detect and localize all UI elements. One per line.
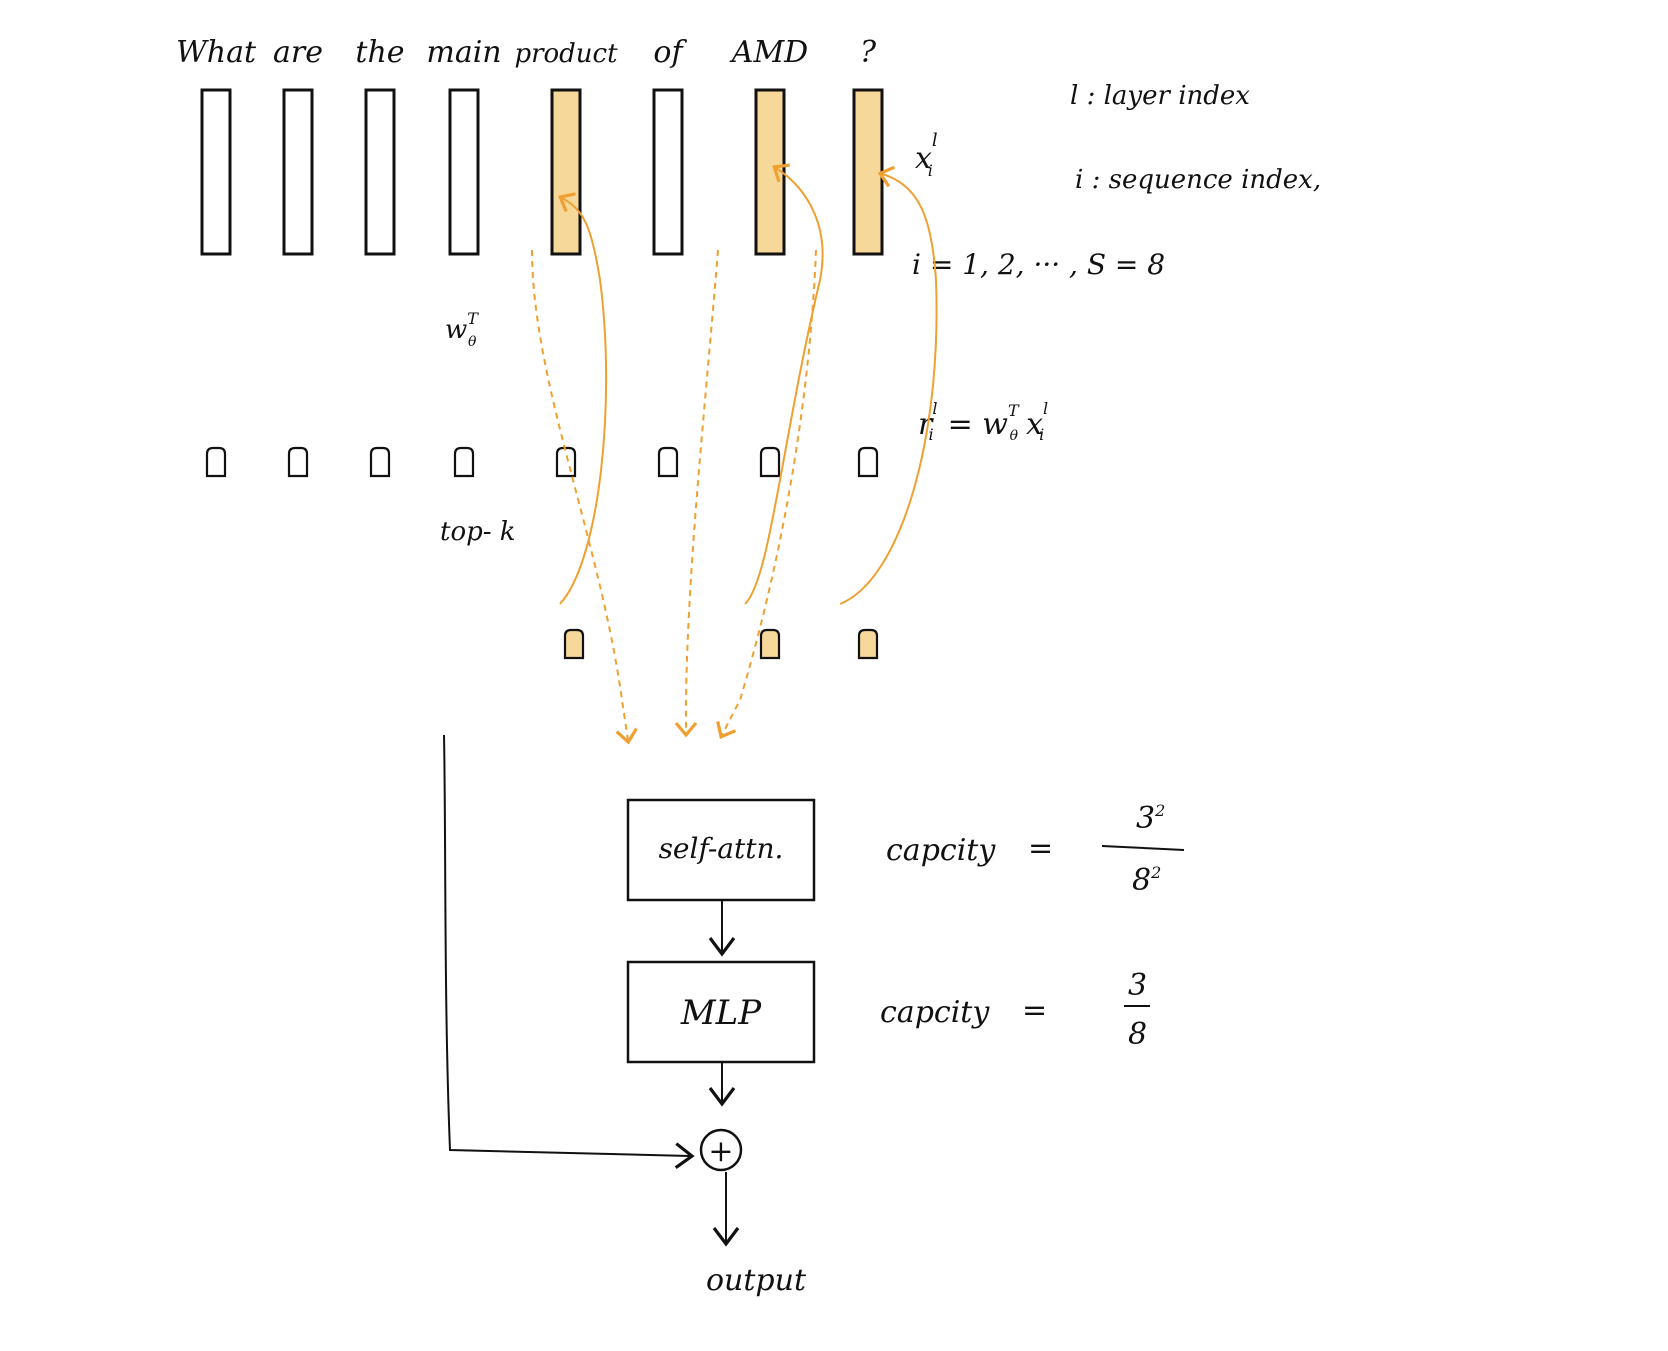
mlp-label: MLP: [680, 993, 762, 1033]
topk-selected-box: [857, 628, 879, 660]
token-bar-selected: [852, 88, 884, 256]
token-word: main: [426, 35, 501, 70]
attn-capacity-fraction-bar: [1101, 845, 1185, 851]
attn-capacity-denominator: 82: [1132, 863, 1161, 898]
token-bar: [652, 88, 684, 256]
router-score-box: [857, 446, 879, 478]
mlp-capacity-numerator: 3: [1128, 968, 1147, 1003]
router-score-box: [759, 446, 781, 478]
self-attn-block: [626, 798, 816, 902]
router-score-box: [205, 446, 227, 478]
attn-capacity-numerator: 32: [1136, 801, 1165, 836]
token-bar: [282, 88, 314, 256]
solid-arrow-amd: [744, 163, 824, 605]
sequence-range-note: i = 1, 2, ··· , S = 8: [912, 248, 1165, 281]
topk-selected-box: [759, 628, 781, 660]
router-score-box: [453, 446, 475, 478]
token-bar-selected: [550, 88, 582, 256]
attn-capacity-eq: =: [1028, 831, 1053, 866]
token-word: What: [176, 35, 257, 70]
mlp-capacity-eq: =: [1022, 993, 1047, 1028]
output-label: output: [706, 1263, 807, 1298]
token-word: AMD: [729, 35, 808, 70]
dashed-arrow-question: [716, 249, 817, 740]
residual-skip-arrow: [443, 734, 695, 1169]
router-score-box: [369, 446, 391, 478]
dashed-arrow-amd: [674, 249, 719, 738]
selected-token-flow: [531, 249, 817, 745]
mlp-capacity-denominator: 8: [1128, 1017, 1147, 1052]
attn-capacity-label: capcity: [886, 833, 996, 868]
token-bar: [200, 88, 232, 256]
self-attn-label: self-attn.: [659, 832, 784, 865]
router-score-box: [555, 446, 577, 478]
token-word: of: [653, 35, 687, 70]
token-bar: [364, 88, 396, 256]
residual-add-node: [699, 1128, 743, 1172]
token-word: are: [273, 35, 323, 70]
router-score-box: [287, 446, 309, 478]
router-score-boxes: [205, 446, 879, 478]
topk-feedback-arrows: [558, 163, 938, 605]
topk-label: top- k: [440, 517, 516, 547]
topk-selected-boxes: [563, 628, 879, 660]
topk-selected-box: [563, 628, 585, 660]
solid-arrow-question: [839, 165, 938, 605]
token-word: ?: [860, 35, 877, 70]
token-bar: [448, 88, 480, 256]
dashed-arrow-product: [531, 249, 638, 745]
token-word: product: [514, 39, 618, 69]
layer-index-note: l : layer index: [1070, 81, 1250, 111]
router-score-box: [657, 446, 679, 478]
residual-add-symbol: +: [708, 1134, 733, 1169]
sequence-index-note: i : sequence index,: [1075, 165, 1321, 195]
token-word: the: [355, 35, 404, 70]
token-bar-selected: [754, 88, 786, 256]
solid-arrow-product: [558, 192, 608, 605]
mlp-capacity-label: capcity: [880, 995, 990, 1030]
token-bars: [200, 88, 884, 256]
